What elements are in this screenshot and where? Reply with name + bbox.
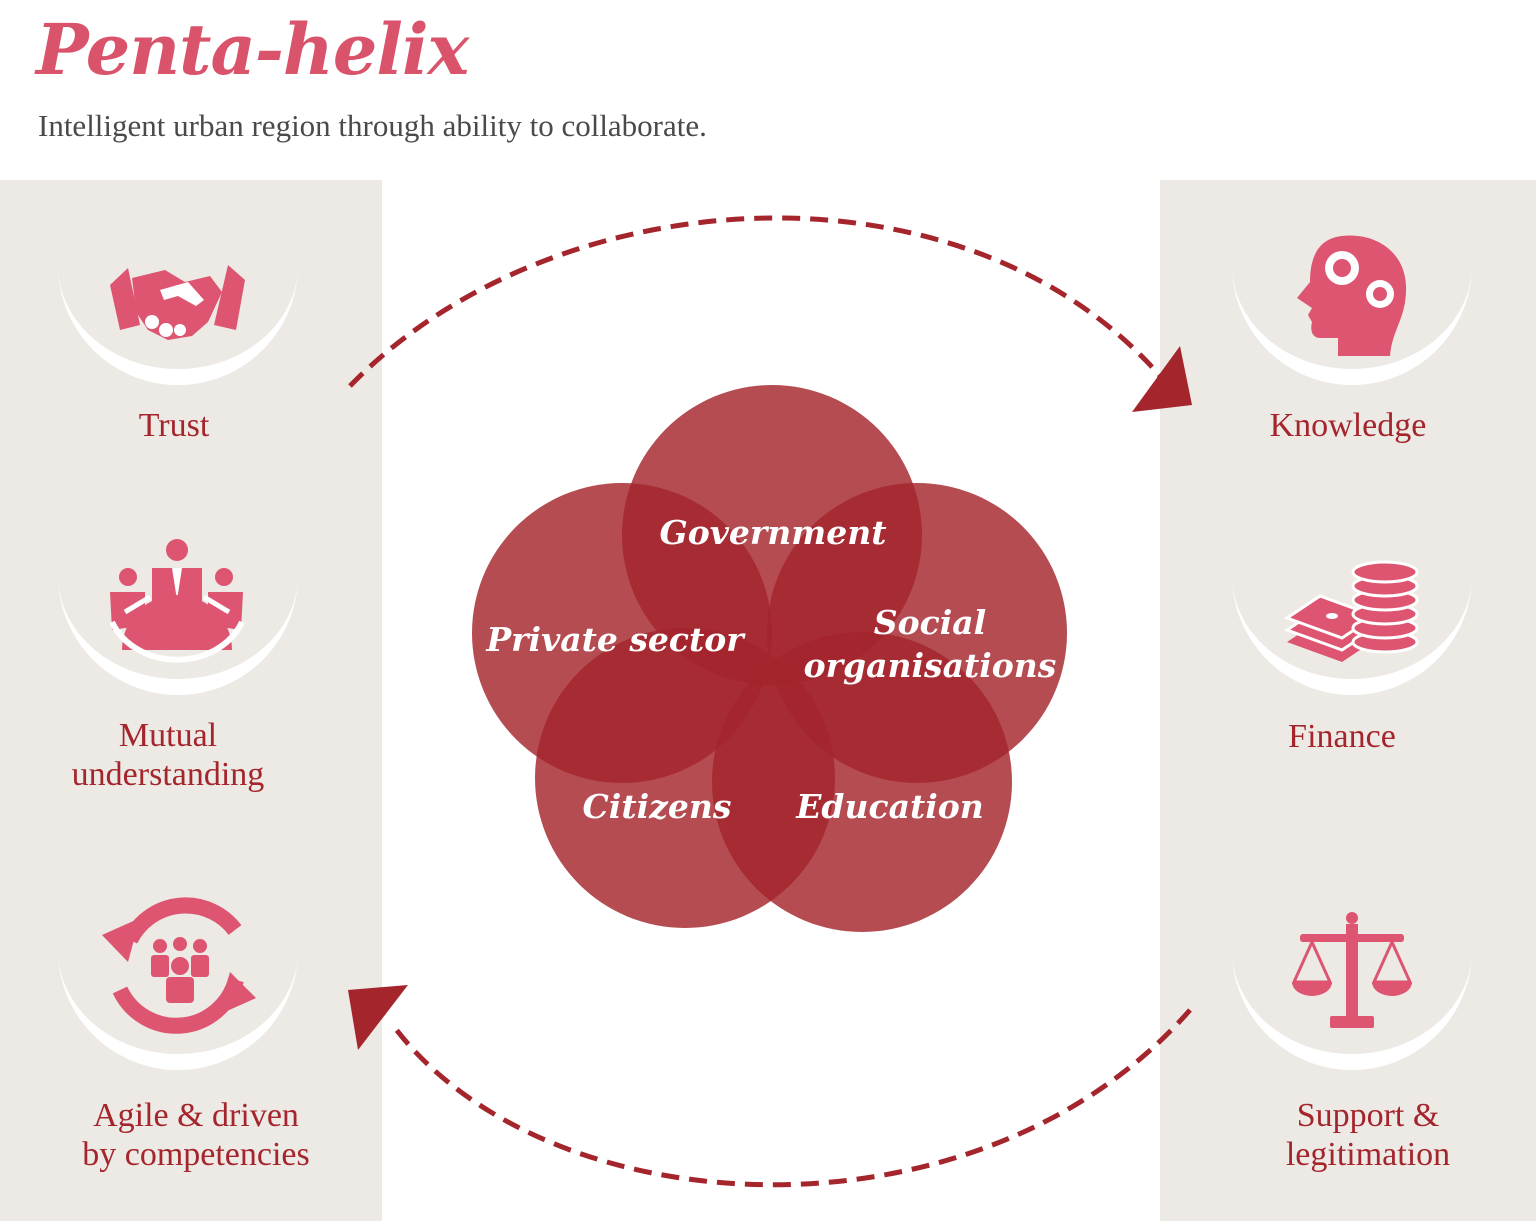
label-agile-competencies: Agile & driven by competencies (82, 1097, 310, 1173)
label-government: Government (660, 513, 887, 552)
label-social-line2: organisations (804, 646, 1057, 685)
label-social-line1: Social (874, 603, 986, 642)
circle-labels: Government Private sector Social organis… (485, 513, 1056, 826)
label-private-sector: Private sector (485, 620, 746, 659)
scales-icon (1291, 912, 1413, 1028)
top-arrowhead (1132, 346, 1192, 412)
label-finance: Finance (1288, 718, 1396, 755)
label-support-legitimation: Support & legitimation (1285, 1097, 1451, 1173)
left-panel (0, 180, 382, 1221)
label-knowledge: Knowledge (1269, 407, 1427, 444)
label-education: Education (795, 787, 983, 826)
page-subtitle: Intelligent urban region through ability… (38, 108, 707, 143)
bottom-arrowhead (348, 985, 408, 1050)
circle-education (712, 632, 1012, 932)
team-cycle-icon (102, 897, 256, 1034)
label-citizens: Citizens (583, 787, 732, 826)
meeting-group-icon (109, 539, 245, 663)
cycle-arrows (348, 215, 1192, 1188)
label-mutual-understanding: Mutual understanding (71, 717, 265, 793)
label-trust: Trust (138, 407, 210, 444)
page-title: Penta-helix (36, 8, 469, 91)
handshake-icon (110, 265, 245, 340)
head-gears-icon (1297, 235, 1407, 356)
bottom-dashed-arrow (393, 1008, 1192, 1188)
money-stack-icon (1283, 560, 1419, 662)
helix-circles (472, 385, 1067, 932)
top-dashed-arrow (348, 215, 1180, 400)
